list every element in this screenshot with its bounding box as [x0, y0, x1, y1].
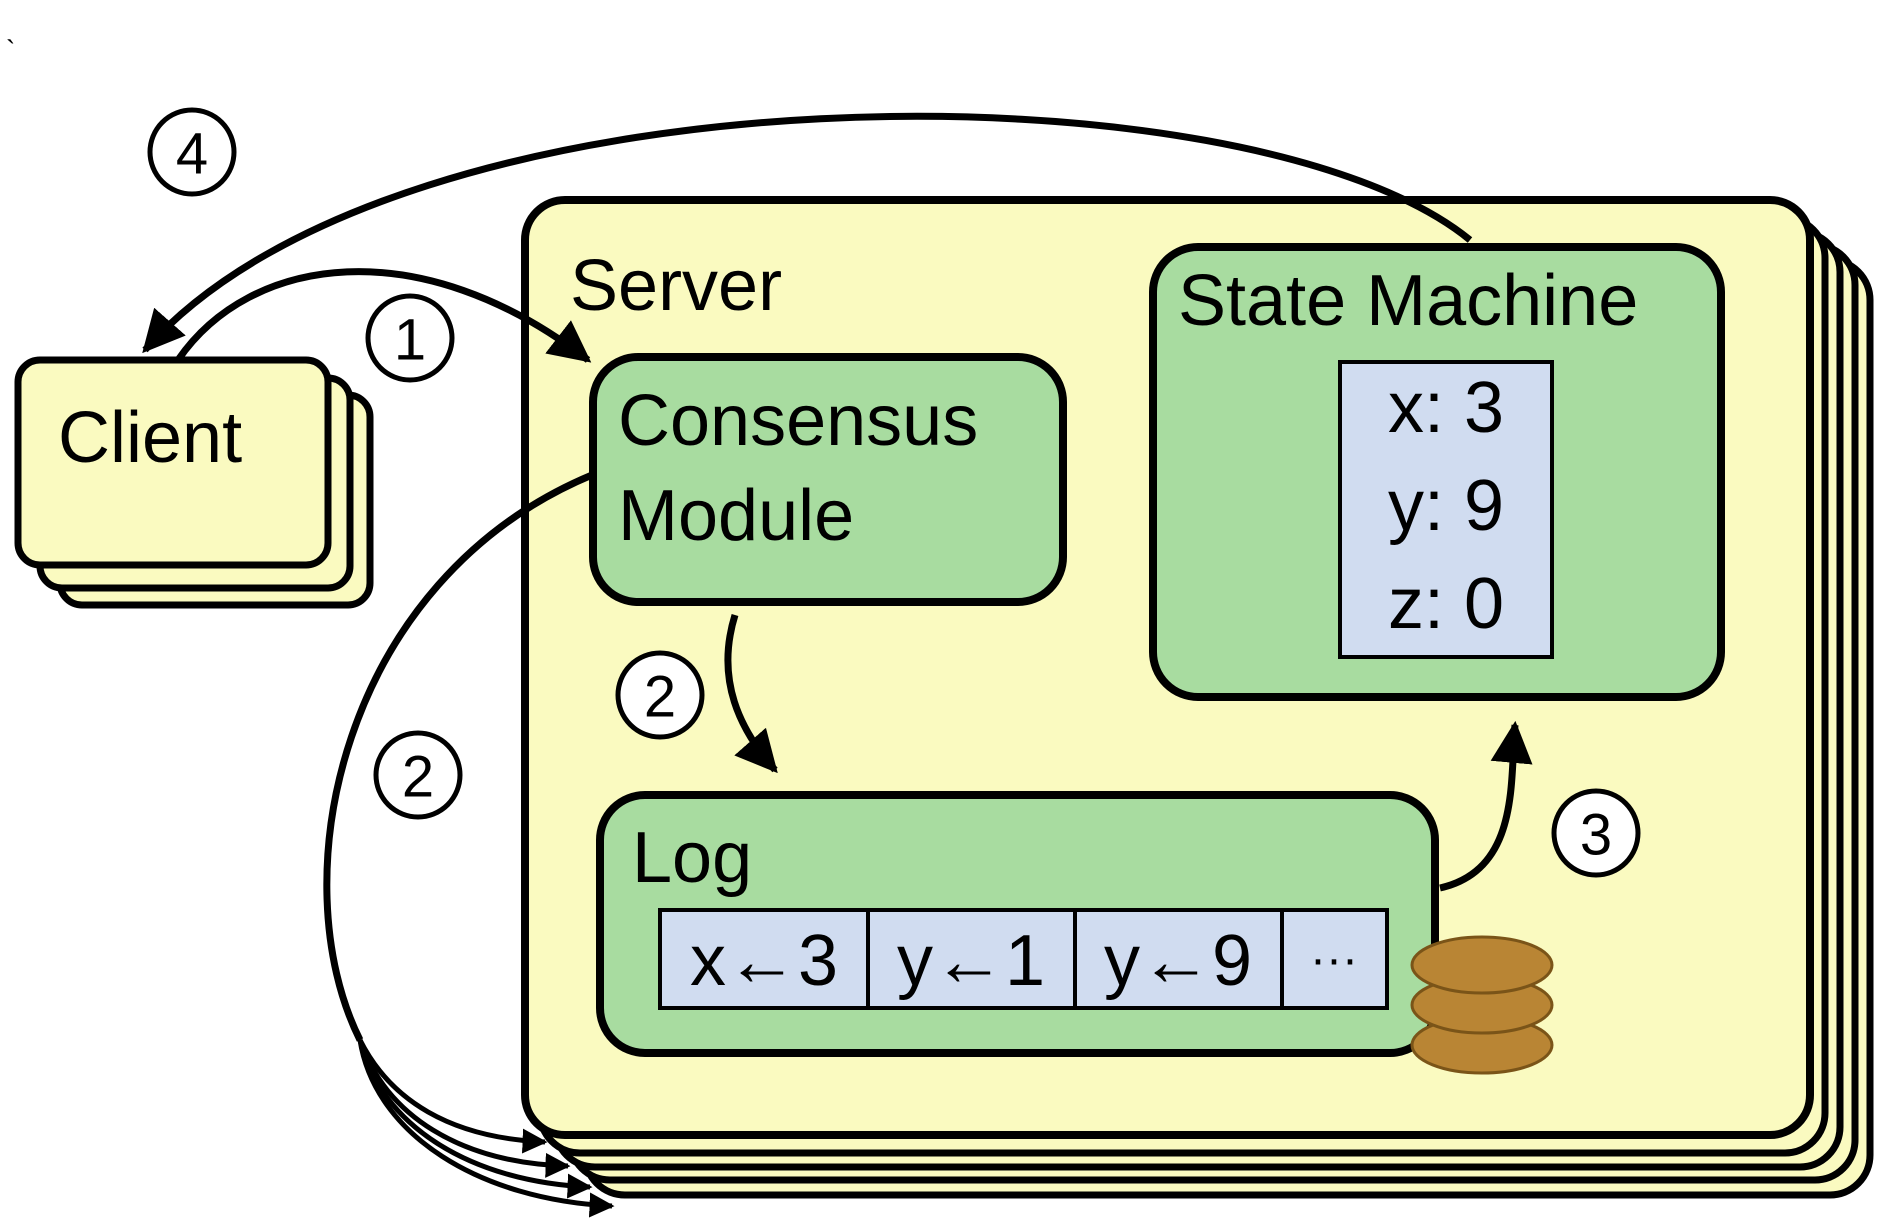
arrows — [142, 112, 1533, 1042]
step-2-badge-local — [615, 650, 705, 740]
step-2-label-local: 2 — [644, 665, 676, 730]
log-entry — [658, 908, 870, 1010]
client-box — [14, 356, 332, 569]
step-1-label: 1 — [394, 308, 426, 373]
arrow-replicate — [357, 1039, 615, 1218]
log-label: Log — [632, 818, 752, 898]
state-machine-label: State Machine — [1178, 261, 1638, 341]
log-entry — [1073, 908, 1284, 1010]
log-entry-text: x←3 — [690, 921, 838, 1001]
consensus-module: Consensus Module — [589, 353, 1067, 606]
state-machine: State Machine x: 3 y: 9 z: 0 — [1149, 243, 1725, 701]
step-badges: 4 1 2 2 3 — [147, 107, 1641, 878]
arrow-step-2-remote — [323, 471, 594, 1042]
step-3-label: 3 — [1580, 803, 1612, 868]
arrow-replicate — [357, 1039, 593, 1199]
log-entry-text: y←1 — [897, 921, 1045, 1001]
consensus-label-line1: Consensus — [618, 381, 978, 461]
arrow-replicate — [357, 1038, 548, 1154]
step-1-badge — [365, 293, 455, 383]
disk-storage-icon — [1410, 935, 1554, 1075]
server-label: Server — [570, 246, 782, 326]
log-module: Log x←3 y←1 y←9 ··· — [596, 791, 1439, 1057]
state-var-y: y: 9 — [1388, 466, 1504, 546]
log-entry-text: ··· — [1310, 933, 1358, 986]
replication-arrows — [357, 1038, 615, 1218]
arrow-step-4 — [142, 112, 1473, 354]
step-2-label-remote: 2 — [402, 745, 434, 810]
log-entry — [866, 908, 1077, 1010]
log-entry — [1280, 908, 1389, 1010]
arrow-replicate — [357, 1039, 571, 1178]
step-3-badge — [1551, 788, 1641, 878]
consensus-label-line2: Module — [618, 476, 854, 556]
client-label: Client — [58, 398, 242, 478]
state-var-z: z: 0 — [1388, 564, 1504, 644]
corner-mark: ` — [6, 35, 15, 66]
state-vars-box — [1338, 360, 1554, 659]
step-2-badge-remote — [373, 730, 463, 820]
state-var-x: x: 3 — [1388, 368, 1504, 448]
step-4-badge — [147, 107, 237, 197]
arrow-step-1 — [175, 268, 592, 363]
step-4-label: 4 — [176, 122, 208, 187]
arrow-step-3 — [1439, 720, 1533, 892]
client-stack: Client — [14, 356, 374, 609]
log-entry-text: y←9 — [1104, 921, 1252, 1001]
arrow-step-2-local — [724, 613, 778, 774]
